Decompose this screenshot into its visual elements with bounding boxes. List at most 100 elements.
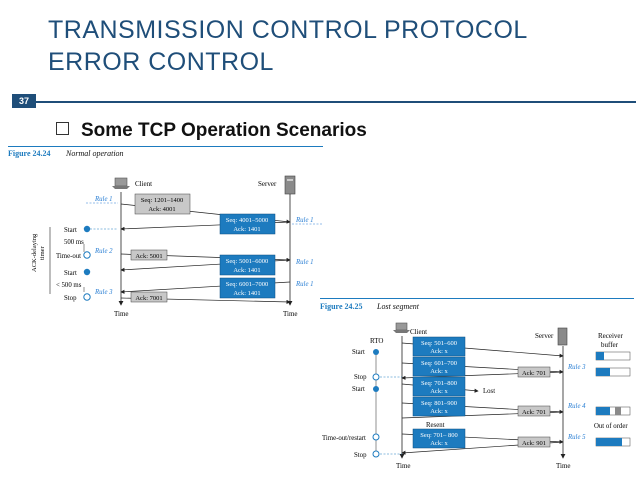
fig1-caption: Normal operation xyxy=(65,149,124,158)
figure-normal-operation: Figure 24.24 Normal operation Client Ser… xyxy=(8,146,323,318)
fig2-timer-start-icon xyxy=(373,349,379,355)
fig2-ack-3: Ack: 901 xyxy=(517,436,551,448)
fig1-segment-server-1: Seq: 4001–5000 Ack: 1401 xyxy=(219,213,276,235)
fig1-server-label: Server xyxy=(258,180,277,188)
fig1-rule-right-1: Rule 1 xyxy=(295,217,314,224)
svg-text:Ack: x: Ack: x xyxy=(430,368,448,375)
timer-start-2-icon xyxy=(83,268,91,276)
fig2-segment-1: Seq: 501–600 Ack: x xyxy=(412,336,466,357)
fig2-start-2: Start xyxy=(352,386,365,393)
fig2-start-1: Start xyxy=(352,349,365,356)
fig1-start-2: Start xyxy=(64,270,77,277)
timer-label-2: timer xyxy=(39,245,46,260)
fig1-lt500ms: < 500 ms xyxy=(56,282,82,289)
figure-lost-segment: Figure 24.25 Lost segment Client Server … xyxy=(320,298,634,470)
fig1-segment-server-2: Seq: 5001–6000 Ack: 1401 xyxy=(219,254,276,276)
fig1-rule-right-2: Rule 1 xyxy=(295,259,314,266)
svg-text:Seq: 701– 800: Seq: 701– 800 xyxy=(420,432,458,439)
slide-number: 37 xyxy=(12,94,36,108)
svg-text:Ack: 5001: Ack: 5001 xyxy=(135,253,162,260)
fig2-stop-1: Stop xyxy=(354,374,367,381)
header-divider xyxy=(36,101,636,103)
svg-text:Ack: 4001: Ack: 4001 xyxy=(148,206,175,213)
fig2-buffer-label: buffer xyxy=(601,341,619,349)
buffer-2 xyxy=(595,367,631,377)
fig2-timer-stop-2-icon xyxy=(372,450,380,458)
svg-text:Seq: 701–800: Seq: 701–800 xyxy=(421,380,457,387)
server-tower-icon xyxy=(284,175,296,195)
timer-start-icon xyxy=(83,225,91,233)
fig2-ack-2: Ack: 701 xyxy=(517,405,551,417)
fig2-stop-2: Stop xyxy=(354,452,367,459)
fig1-server-time: Time xyxy=(283,310,298,318)
svg-text:Seq: 5001–6000: Seq: 5001–6000 xyxy=(226,258,268,265)
svg-text:Ack: 1401: Ack: 1401 xyxy=(233,226,260,233)
fig2-resent-label: Resent xyxy=(426,422,445,429)
fig2-client-label: Client xyxy=(410,328,427,336)
fig2-timer-start-2-icon xyxy=(373,386,379,392)
fig1-timeout: Time-out xyxy=(56,253,81,260)
fig1-rule-left-1: Rule 1 xyxy=(94,196,113,203)
bullet-text: Some TCP Operation Scenarios xyxy=(81,120,367,141)
fig2-rule-4: Rule 4 xyxy=(567,403,586,410)
fig2-ack-1: Ack: 701 xyxy=(517,366,551,378)
fig2-label: Figure 24.25 xyxy=(320,302,363,311)
svg-text:Seq: 601–700: Seq: 601–700 xyxy=(421,360,457,367)
fig2-server-label: Server xyxy=(535,332,554,340)
fig1-segment-client-2: Ack: 5001 xyxy=(130,249,168,261)
bullet-box-icon xyxy=(56,122,69,135)
fig2-rule-5: Rule 5 xyxy=(567,434,586,441)
svg-text:Seq: 801–900: Seq: 801–900 xyxy=(421,400,457,407)
fig2-segment-5: Seq: 701– 800 Ack: x xyxy=(412,428,466,449)
fig2-rule-3: Rule 3 xyxy=(567,364,586,371)
fig2-receiver-label: Receiver xyxy=(598,332,624,340)
fig2-server-time: Time xyxy=(556,462,571,470)
client-laptop-icon xyxy=(112,177,130,189)
svg-text:Ack: 701: Ack: 701 xyxy=(522,409,546,416)
svg-text:Ack: x: Ack: x xyxy=(430,388,448,395)
svg-text:Ack: 7001: Ack: 7001 xyxy=(135,295,162,302)
buffer-1 xyxy=(595,351,631,361)
buffer-3 xyxy=(595,406,631,416)
svg-text:Seq: 501–600: Seq: 501–600 xyxy=(421,340,457,347)
timer-label-1: ACK-delaying xyxy=(31,233,38,272)
svg-text:Seq: 6001–7000: Seq: 6001–7000 xyxy=(226,281,268,288)
svg-text:Ack: x: Ack: x xyxy=(430,348,448,355)
bullet-point: Some TCP Operation Scenarios xyxy=(56,120,367,142)
fig2-lost-label: Lost xyxy=(483,388,495,395)
fig1-client-time: Time xyxy=(114,310,129,318)
fig1-client-label: Client xyxy=(135,180,152,188)
svg-text:Seq: 4001–5000: Seq: 4001–5000 xyxy=(226,217,268,224)
timer-stop-icon xyxy=(83,293,91,301)
fig2-timer-stop-icon xyxy=(372,373,380,381)
fig2-timer-restart-icon xyxy=(372,433,380,441)
fig2-segment-2: Seq: 601–700 Ack: x xyxy=(412,356,466,377)
fig2-rto-label: RTO xyxy=(370,337,383,345)
fig1-start-1: Start xyxy=(64,227,77,234)
fig1-label: Figure 24.24 xyxy=(8,149,51,158)
title-line-2: ERROR CONTROL xyxy=(48,48,274,76)
svg-text:Ack: 1401: Ack: 1401 xyxy=(233,267,260,274)
svg-text:Ack: x: Ack: x xyxy=(430,440,448,447)
buffer-4 xyxy=(595,437,631,447)
fig2-server-tower-icon xyxy=(557,327,568,346)
svg-text:Seq: 1201–1400: Seq: 1201–1400 xyxy=(141,197,183,204)
timer-timeout-icon xyxy=(83,251,91,259)
fig2-segment-4: Seq: 801–900 Ack: x xyxy=(412,396,466,417)
fig2-segment-3: Seq: 701–800 Ack: x xyxy=(412,376,466,397)
fig1-stop: Stop xyxy=(64,295,77,302)
title-line-1: TRANSMISSION CONTROL PROTOCOL xyxy=(48,16,528,44)
fig2-client-time: Time xyxy=(396,462,411,470)
fig1-segment-server-3: Seq: 6001–7000 Ack: 1401 xyxy=(219,277,276,299)
svg-text:Ack: 1401: Ack: 1401 xyxy=(233,290,260,297)
fig1-rule-left-3: Rule 3 xyxy=(94,289,113,296)
fig1-rule-left-2: Rule 2 xyxy=(94,248,113,255)
svg-text:Ack: x: Ack: x xyxy=(430,408,448,415)
svg-text:Ack: 901: Ack: 901 xyxy=(522,440,546,447)
slide-title: TRANSMISSION CONTROL PROTOCOL ERROR CONT… xyxy=(48,14,528,78)
fig1-segment-client-3: Ack: 7001 xyxy=(130,291,168,303)
fig2-timeout-restart: Time-out/restart xyxy=(322,435,366,442)
svg-text:Ack: 701: Ack: 701 xyxy=(522,370,546,377)
fig1-segment-client-1: Seq: 1201–1400 Ack: 4001 xyxy=(134,193,191,215)
fig2-client-laptop-icon xyxy=(393,322,410,333)
